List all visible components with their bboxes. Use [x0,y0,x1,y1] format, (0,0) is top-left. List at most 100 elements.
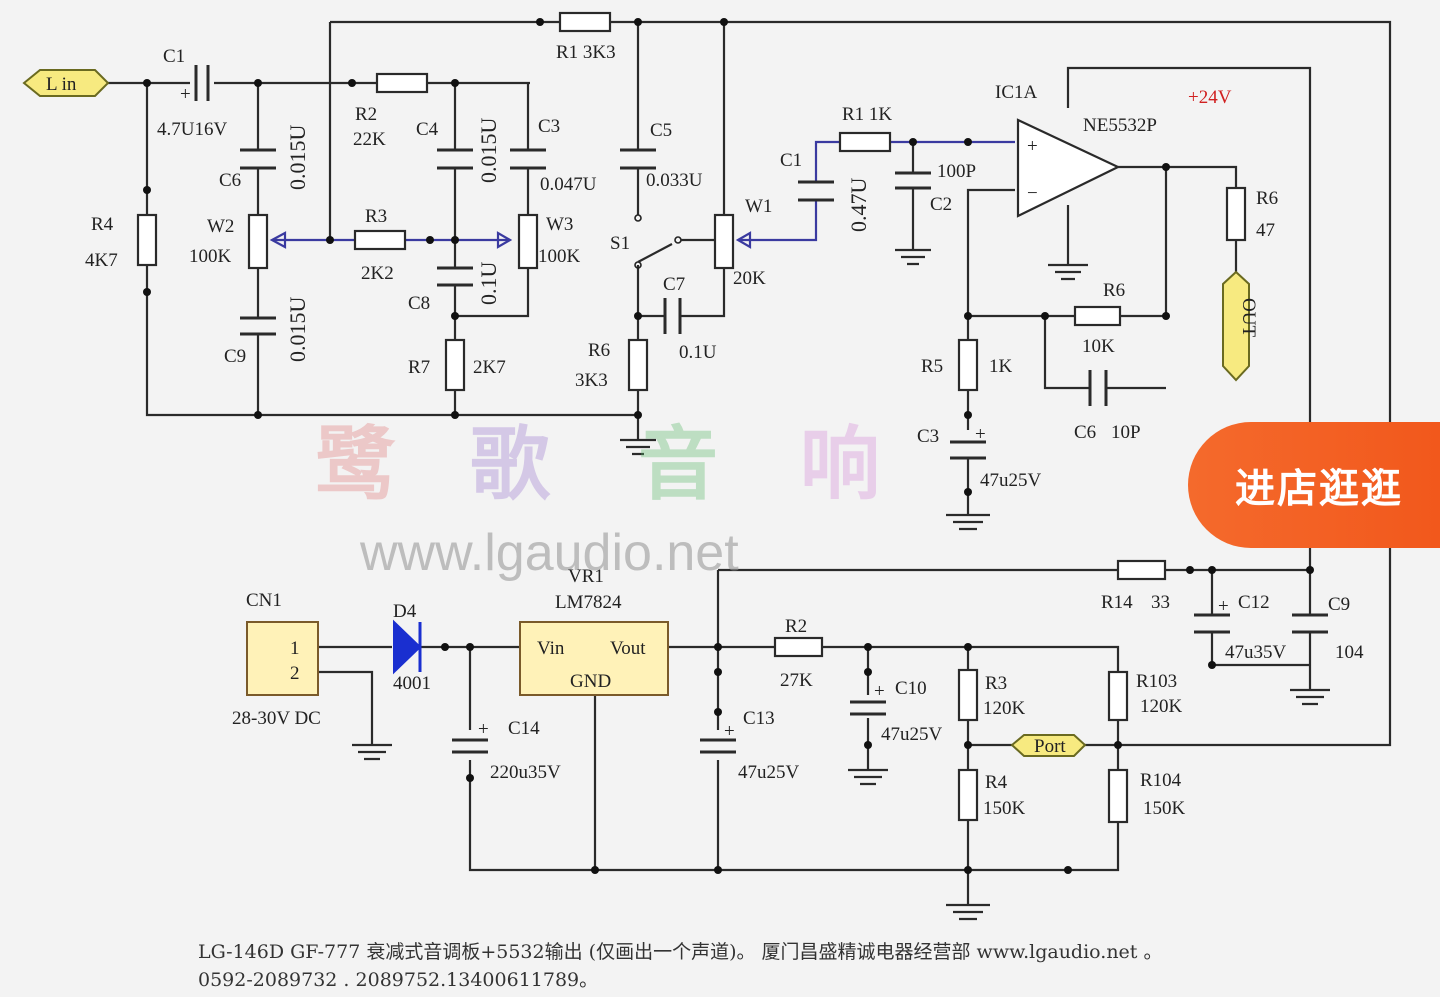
output-tag-label: OUT [1238,298,1259,337]
svg-text:+: + [975,424,986,445]
label-cn1-ref: CN1 [246,590,282,611]
label-cn1-pin1: 1 [290,638,300,659]
caption-line-2: 0592-2089732 . 2089752.13400611789。 [198,969,599,991]
label-r1b-ref: R1 1K [842,104,892,125]
label-c7-val: 0.1U [679,342,717,363]
port-tag [1010,734,1087,757]
label-r3-val: 2K2 [361,263,394,284]
label-w1-val: 20K [733,268,766,289]
label-c4-ref: C4 [416,119,439,140]
op-amp-ic1a: + − [1016,118,1121,218]
potentiometers [247,213,752,270]
upper-labels: C1 4.7U16V R4 4K7 C6 0.015U W2 100K C9 0… [85,42,1278,491]
label-c9-ref: C9 [224,346,246,367]
label-c12-val: 47u35V [1225,642,1287,663]
junction-dots [143,18,1314,874]
label-d4-val: 4001 [393,673,431,694]
watermark-char-3: 音 [638,417,718,511]
label-r7-val: 2K7 [473,357,506,378]
watermark-url: www.lgaudio.net [359,524,739,582]
label-r4-ref: R4 [91,214,114,235]
label-c5-val: 0.033U [646,170,703,191]
watermark-char-2: 歌 [470,417,551,511]
capacitors: + + + + + + [180,65,1328,754]
label-vr1-ref: VR1 [568,566,604,587]
label-c3b-val: 47u25V [980,470,1042,491]
label-c9-ref: C9 [1328,594,1350,615]
label-vin: Vin [537,638,565,659]
label-c6-ref: C6 [219,170,241,191]
label-r7-ref: R7 [408,357,430,378]
watermark-char-1: 鹭 [315,417,396,511]
label-w3-ref: W3 [546,214,573,235]
label-c4-val: 0.015U [476,118,501,184]
ic-ref: IC1A [995,82,1038,103]
label-w2-val: 100K [189,246,232,267]
svg-text:+: + [180,84,191,105]
label-r3-ref: R3 [985,673,1007,694]
ic-part: NE5532P [1083,115,1157,136]
label-w2-ref: W2 [207,216,234,237]
label-gnd: GND [570,671,611,692]
label-r5-val: 1K [989,356,1013,377]
diode-d4 [393,619,422,675]
label-r104-val: 150K [1143,798,1186,819]
regulator-vr1 [519,621,669,696]
label-r4-ref: R4 [985,772,1008,793]
svg-text:+: + [1218,596,1229,617]
label-c1-in-ref: C1 [163,46,185,67]
svg-text:+: + [478,719,489,740]
label-c7-ref: C7 [663,274,685,295]
watermark: 鹭 歌 音 响 www.lgaudio.net [315,417,880,582]
label-r5-ref: R5 [921,356,943,377]
label-c2-ref: C2 [930,194,952,215]
caption-line-1: LG-146D GF-777 衰减式音调板+5532输出 (仅画出一个声道)。 … [198,941,1163,963]
label-r1-ref: R1 3K3 [556,42,616,63]
label-w3-val: 100K [538,246,581,267]
label-c8-ref: C8 [408,293,430,314]
input-tag-label: L in [46,74,77,95]
label-cn1-pin2: 2 [290,663,300,684]
label-c1-ref: C1 [780,150,802,171]
supply-label: +24V [1188,87,1232,108]
label-r3-val: 120K [983,698,1026,719]
label-c14-val: 220u35V [490,762,561,783]
label-r2-val: 27K [780,670,813,691]
label-c3-val: 0.047U [540,174,597,195]
ground-symbols [352,248,1330,921]
svg-text:−: − [1027,183,1038,204]
label-r104-ref: R104 [1140,770,1182,791]
label-r2-ref: R2 [785,616,807,637]
switch-s1 [634,214,715,269]
output-tag [1222,270,1250,382]
label-c13-val: 47u25V [738,762,800,783]
label-r4-val: 150K [983,798,1026,819]
label-s1-ref: S1 [610,233,630,254]
label-r3-ref: R3 [365,206,387,227]
label-r6-ref: R6 [588,340,610,361]
label-c1-in-val: 4.7U16V [157,119,227,140]
label-c9-val: 0.015U [285,297,310,363]
label-c10-ref: C10 [895,678,927,699]
label-c3-ref: C3 [538,116,560,137]
label-r2-val: 22K [353,129,386,150]
label-r6c-ref: R6 [1256,188,1278,209]
label-c8-val: 0.1U [476,262,501,306]
label-w1-ref: W1 [745,196,772,217]
label-c9-val: 104 [1335,642,1364,663]
label-c10-val: 47u25V [881,724,943,745]
enter-store-button[interactable]: 进店逛逛 [1188,422,1440,548]
label-c1-val: 0.47U [846,178,871,233]
label-r103-ref: R103 [1136,671,1177,692]
svg-text:+: + [724,721,735,742]
label-c6b-ref: C6 [1074,422,1096,443]
label-cn1-val: 28-30V DC [232,708,321,729]
label-r2-ref: R2 [355,104,377,125]
label-r6b-val: 10K [1082,336,1115,357]
label-vout: Vout [610,638,646,659]
label-r6-val: 3K3 [575,370,608,391]
label-r6b-ref: R6 [1103,280,1125,301]
resistors [136,11,1247,824]
port-tag-label: Port [1034,736,1066,757]
